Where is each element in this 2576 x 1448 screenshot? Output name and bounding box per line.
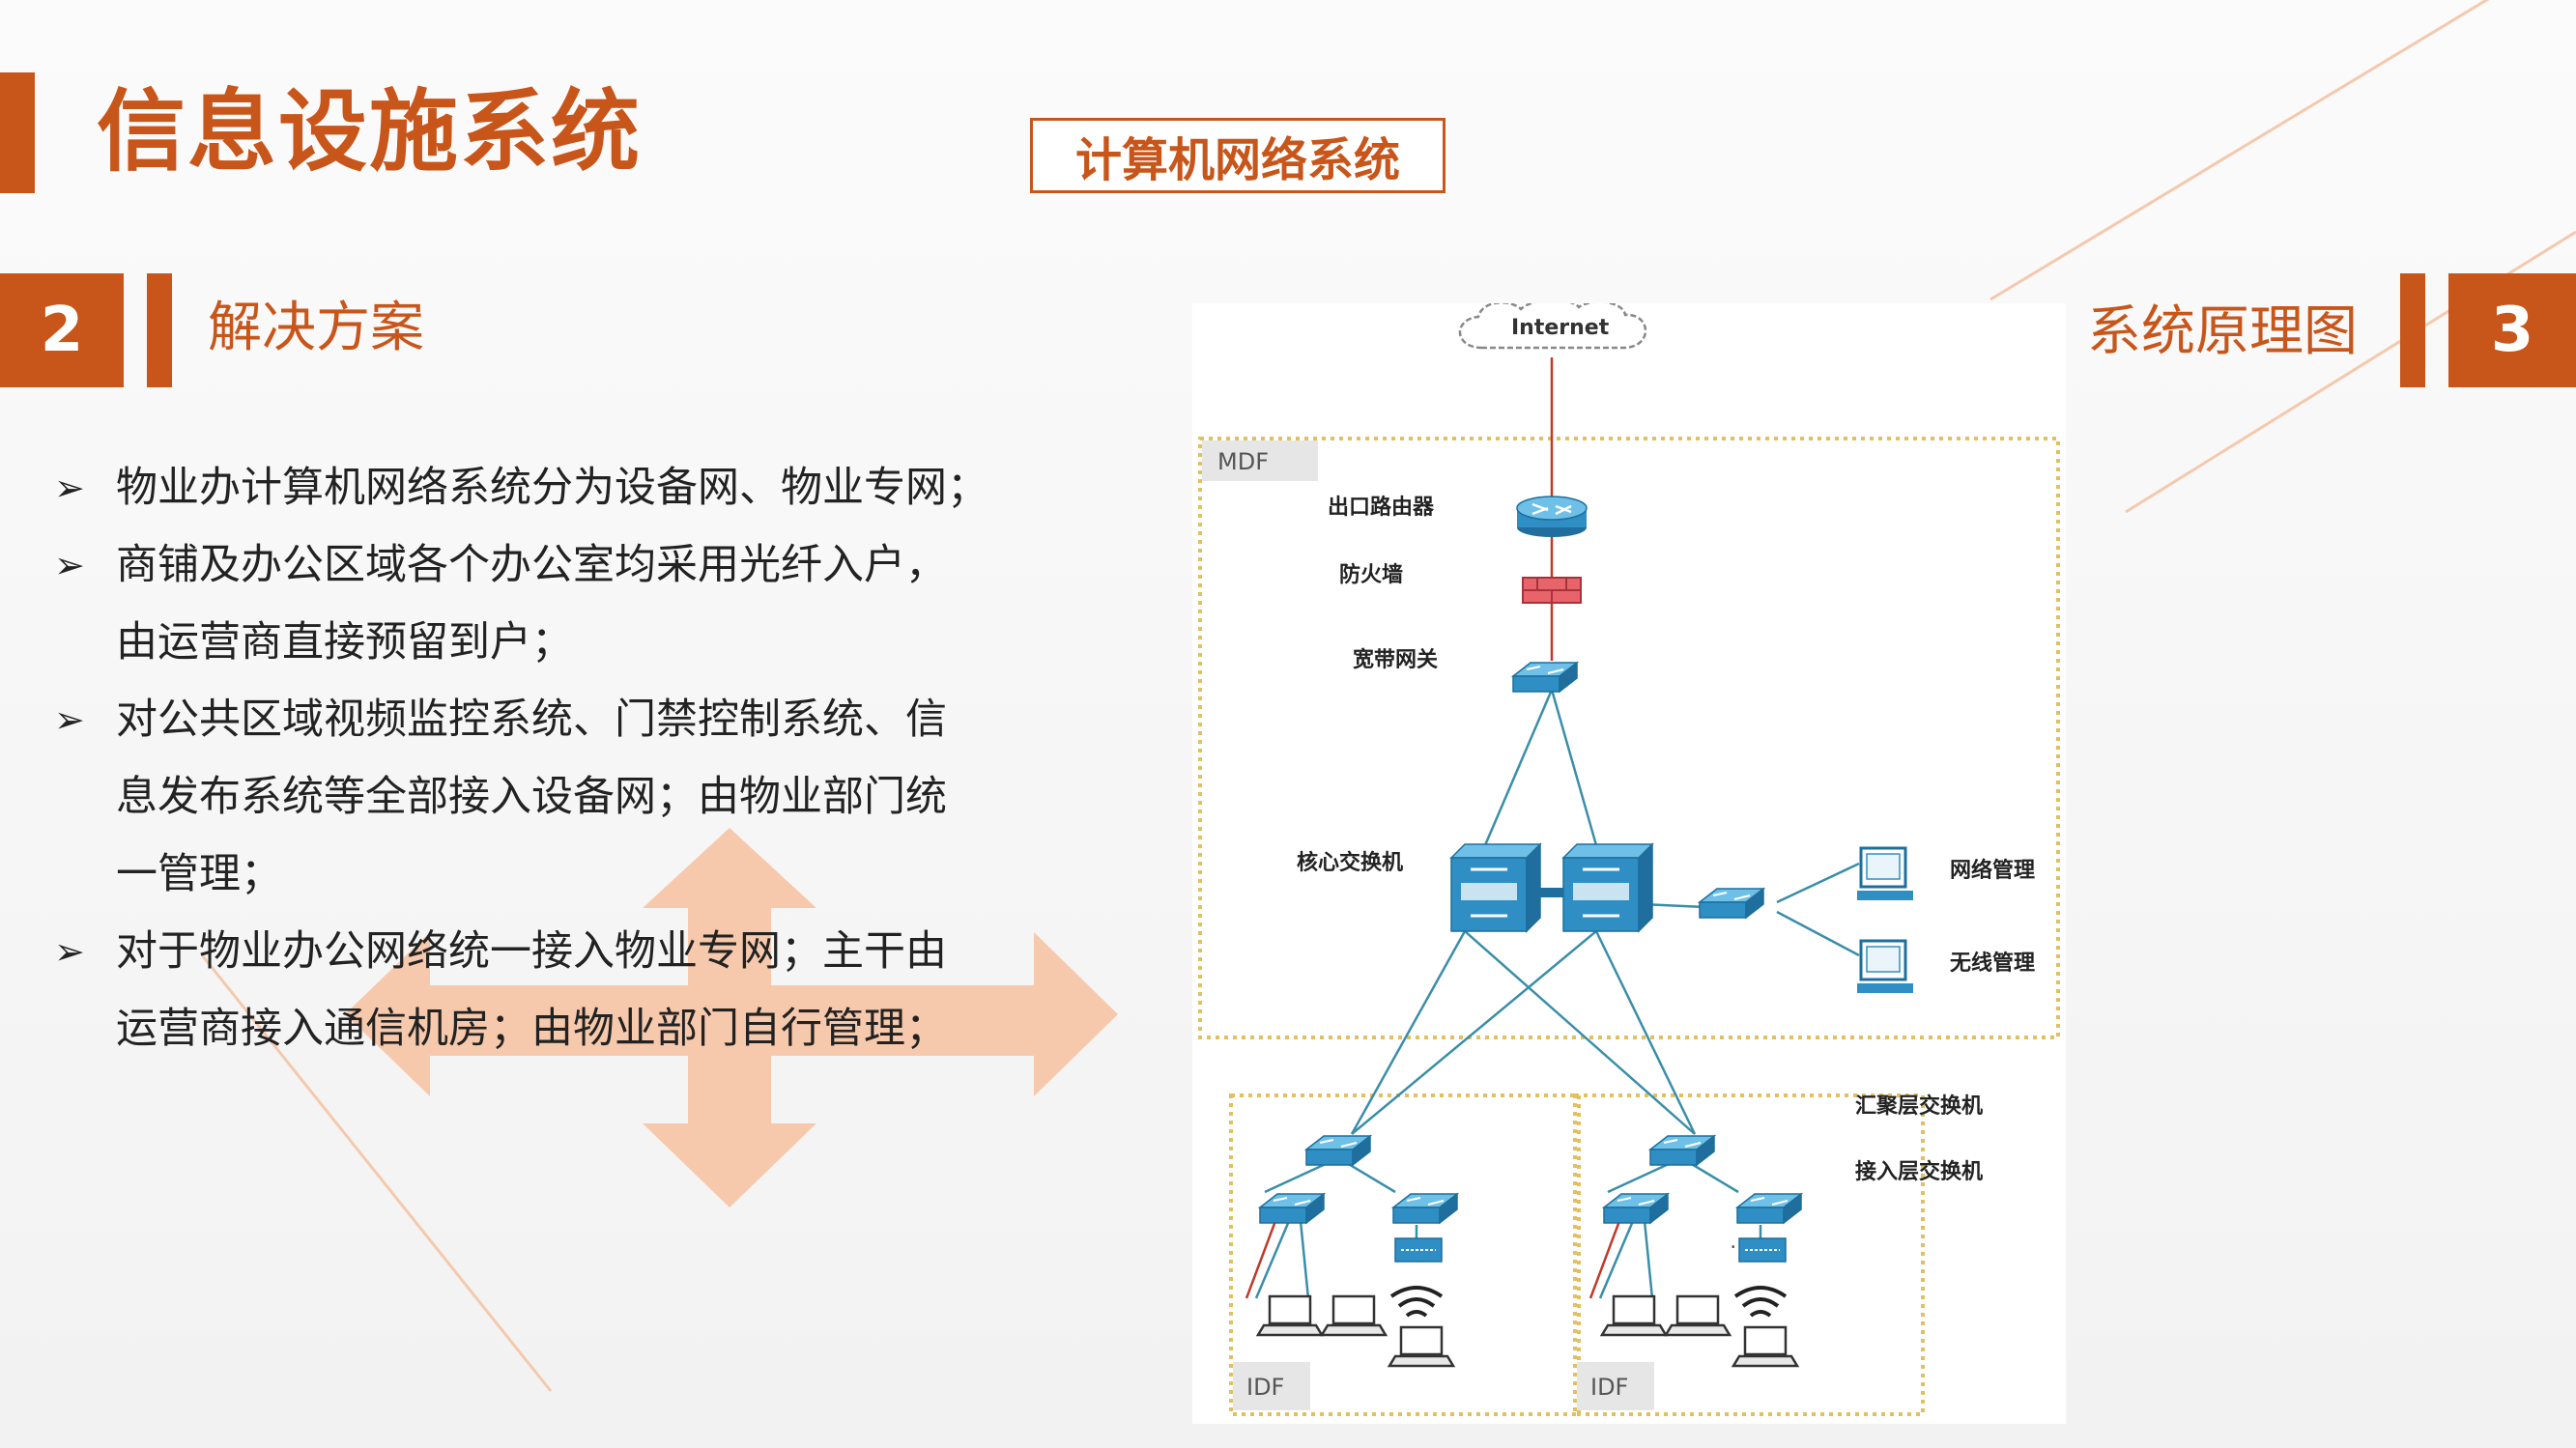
wireless-signal-icon (1389, 1286, 1444, 1318)
subtitle-box: 计算机网络系统 (1030, 118, 1445, 193)
bullet-line: 对于物业办公网络统一接入物业专网；主干由 (116, 927, 947, 976)
bullet-line: 一管理； (116, 850, 282, 898)
bullet-line: 商铺及办公区域各个办公室均采用光纤入户， (116, 541, 947, 589)
broadband-gateway-label: 宽带网关 (1353, 647, 1438, 672)
core-switch-icon (1561, 842, 1654, 933)
internet-label: Internet (1511, 316, 1610, 340)
network-management-pc-icon (1855, 846, 1915, 902)
bullet-line: 息发布系统等全部接入设备网；由物业部门统 (116, 773, 947, 821)
firewall-label: 防火墙 (1339, 563, 1403, 587)
section-bar-right (2400, 273, 2425, 387)
wireless-ap-icon (1738, 1237, 1787, 1263)
access-switch-label: 接入层交换机 (1855, 1159, 1983, 1184)
firewall-icon (1522, 577, 1582, 604)
core-switch-label: 核心交换机 (1297, 850, 1403, 875)
decor-four-way-arrow-icon (345, 828, 1118, 1207)
bullet-line: 对公共区域视频监控系统、门禁控制系统、信 (116, 696, 947, 744)
bullet-line: 运营商接入通信机房；由物业部门自行管理； (116, 1005, 947, 1053)
wireless-management-pc-icon (1855, 939, 1915, 995)
idf-label-2: IDF (1590, 1374, 1628, 1401)
section-number-left: 2 (0, 273, 124, 387)
section-heading-right: 系统原理图 (2087, 300, 2358, 363)
decor-line-1 (1989, 0, 2490, 301)
bullet-item: ➢ 物业办计算机网络系统分为设备网、物业专网； (54, 449, 1020, 526)
core-switch-icon (1449, 842, 1542, 933)
bullet-list: ➢ 物业办计算机网络系统分为设备网、物业专网； ➢ 商铺及办公区域各个办公室均采… (54, 449, 1020, 1067)
bullet-item: ➢ 商铺及办公区域各个办公室均采用光纤入户， 由运营商直接预留到户； (54, 526, 1020, 681)
bullet-arrow-icon: ➢ (54, 698, 85, 741)
internet-cloud-icon (1458, 303, 1647, 350)
network-management-label: 网络管理 (1950, 858, 2035, 883)
subtitle-text: 计算机网络系统 (1074, 133, 1400, 187)
bullet-arrow-icon: ➢ (54, 930, 85, 973)
page-title: 信息设施系统 (97, 80, 643, 184)
wireless-signal-icon (1733, 1286, 1788, 1318)
bullet-item: ➢ 对于物业办公网络统一接入物业专网；主干由 运营商接入通信机房；由物业部门自行… (54, 913, 1020, 1067)
section-bar-left (147, 273, 172, 387)
wireless-ap-icon (1394, 1237, 1443, 1263)
bullet-line: 物业办计算机网络系统分为设备网、物业专网； (116, 464, 988, 512)
bullet-item: ➢ 对公共区域视频监控系统、门禁控制系统、信 息发布系统等全部接入设备网；由物业… (54, 681, 1020, 913)
section-heading-left: 解决方案 (208, 297, 424, 359)
bullet-arrow-icon: ➢ (54, 544, 85, 586)
bullet-arrow-icon: ➢ (54, 467, 85, 509)
wireless-management-label: 无线管理 (1950, 951, 2035, 976)
mdf-label: MDF (1217, 448, 1269, 475)
bullet-line: 由运营商直接预留到户； (116, 618, 573, 667)
aggregation-switch-label: 汇聚层交换机 (1855, 1093, 1983, 1119)
decor-line-3 (201, 955, 553, 1392)
network-diagram: MDF IDF IDF …… (1192, 303, 2066, 1424)
router-icon (1516, 496, 1588, 537)
section-number-right: 3 (2448, 273, 2576, 387)
exit-router-label: 出口路由器 (1328, 495, 1435, 520)
title-accent-bar (0, 72, 35, 193)
idf-label-1: IDF (1246, 1374, 1284, 1401)
